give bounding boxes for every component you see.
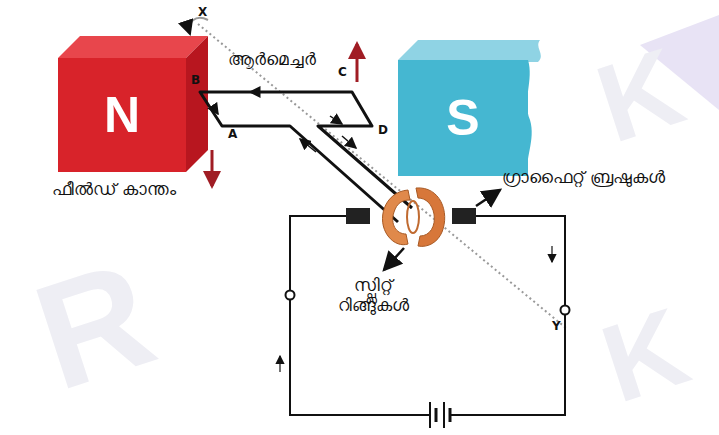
part-label: ഫീൽഡ് കാന്തം — [52, 180, 176, 200]
force-arrow — [211, 150, 214, 186]
corner-letter: B — [191, 74, 200, 88]
part-label: ആർമെച്ചർ — [228, 50, 316, 70]
current-arrows — [214, 92, 356, 152]
armature-coil — [200, 92, 412, 222]
axis-letter: Y — [552, 320, 561, 334]
leader-arrow — [476, 190, 500, 206]
pole-letter: S — [446, 93, 479, 143]
field-magnet-s — [398, 40, 541, 176]
battery-symbol — [430, 402, 450, 428]
magnet-pole: N — [58, 58, 186, 172]
leader-arrow — [384, 248, 404, 270]
graphite-brush — [452, 208, 476, 224]
pole-letter: N — [104, 90, 140, 140]
corner-letter: C — [338, 66, 347, 80]
current-arrow — [279, 356, 280, 372]
split-rings — [382, 188, 444, 246]
current-arrow — [551, 246, 552, 262]
rotation-arrow — [189, 18, 208, 34]
terminal — [286, 291, 295, 300]
force-arrow — [356, 44, 359, 82]
part-label: ഗ്രാഫൈറ്റ് ബ്രഷുകൾ — [502, 168, 665, 188]
graphite-brush — [346, 208, 370, 224]
corner-letter: D — [378, 124, 388, 138]
part-label: സ്പ്ലിറ്റ് റിങ്ങുകൾ — [318, 276, 428, 315]
watermark: K — [590, 290, 700, 419]
magnet-pole: S — [398, 60, 528, 176]
corner-letter: A — [228, 128, 237, 142]
field-magnet-n — [58, 36, 208, 172]
axis-letter: X — [198, 6, 207, 20]
watermark: R — [19, 237, 168, 413]
terminal — [561, 306, 570, 315]
